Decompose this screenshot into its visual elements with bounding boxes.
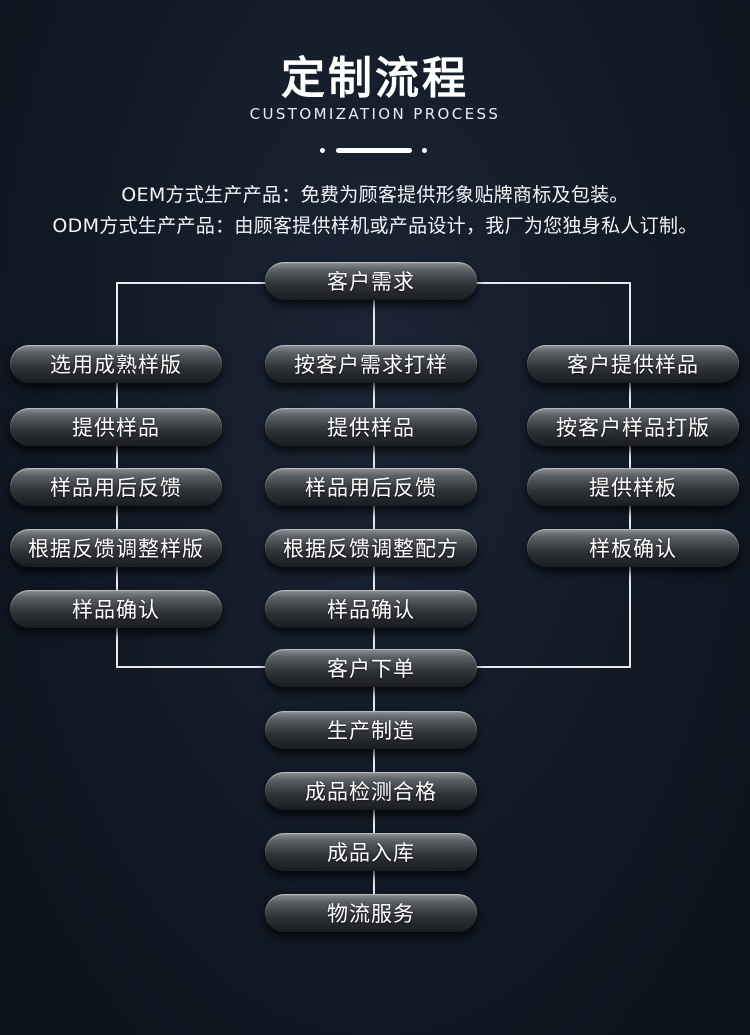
connector-bottom-right-horizontal <box>476 666 631 668</box>
flow-node-final: 成品入库 <box>265 833 477 871</box>
divider-bar <box>336 148 412 153</box>
title-divider <box>0 144 750 156</box>
divider-dot-left <box>320 148 325 153</box>
flow-node-order: 客户下单 <box>265 649 477 687</box>
oem-description: OEM方式生产产品：免费为顾客提供形象贴牌商标及包装。 <box>121 184 629 206</box>
flow-node-center: 提供样品 <box>265 408 477 446</box>
flow-node-final: 物流服务 <box>265 894 477 932</box>
flow-node-left: 选用成熟样版 <box>10 345 222 383</box>
flow-node-center: 样品确认 <box>265 590 477 628</box>
flow-node-final: 生产制造 <box>265 711 477 749</box>
odm-description: ODM方式生产产品：由顾客提供样机或产品设计，我厂为您独身私人订制。 <box>52 215 698 237</box>
flow-node-right: 按客户样品打版 <box>527 408 739 446</box>
page-title: 定制流程 <box>281 53 469 104</box>
flow-node-start: 客户需求 <box>265 262 477 300</box>
flow-node-left: 样品确认 <box>10 590 222 628</box>
flow-node-right: 样板确认 <box>527 529 739 567</box>
divider-dot-right <box>422 148 427 153</box>
flow-node-left: 根据反馈调整样版 <box>10 529 222 567</box>
flow-node-left: 提供样品 <box>10 408 222 446</box>
flow-node-left: 样品用后反馈 <box>10 468 222 506</box>
flow-node-center: 根据反馈调整配方 <box>265 529 477 567</box>
connector-top-left-horizontal <box>116 282 268 284</box>
flow-node-right: 提供样板 <box>527 468 739 506</box>
flow-node-final: 成品检测合格 <box>265 772 477 810</box>
flow-node-right: 客户提供样品 <box>527 345 739 383</box>
connector-bottom-left-horizontal <box>116 666 268 668</box>
flow-node-center: 按客户需求打样 <box>265 345 477 383</box>
page-subtitle: CUSTOMIZATION PROCESS <box>249 105 501 123</box>
connector-top-right-horizontal <box>476 282 631 284</box>
flow-node-center: 样品用后反馈 <box>265 468 477 506</box>
